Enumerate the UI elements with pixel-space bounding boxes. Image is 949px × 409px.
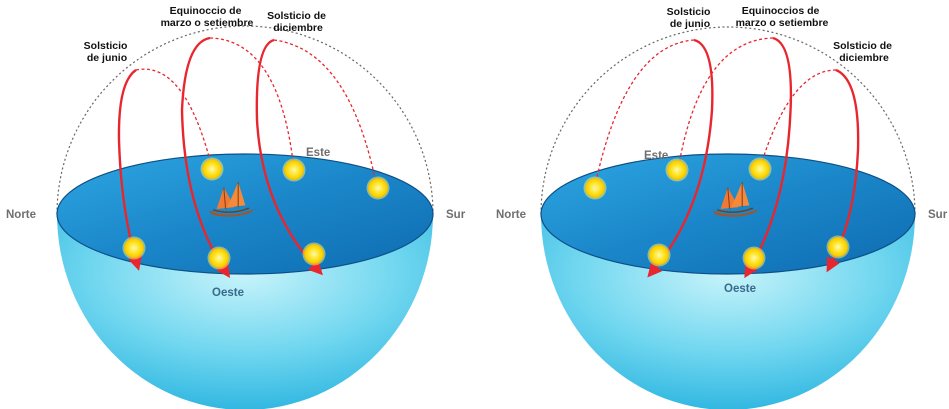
direction-east: Este xyxy=(644,150,668,162)
sun-path-december xyxy=(255,38,323,276)
sun-path-june xyxy=(647,38,714,278)
sun-icon xyxy=(207,246,231,270)
direction-east: Este xyxy=(306,147,330,159)
diagram-left: Solsticio de junio Equinoccio de marzo o… xyxy=(6,5,466,409)
sky-dome xyxy=(540,26,916,215)
direction-west: Oeste xyxy=(212,287,244,299)
label-december: Solsticio de diciembre xyxy=(267,10,329,34)
direction-south: Sur xyxy=(928,209,948,221)
label-equinox: Equinoccios de marzo o setiembre xyxy=(736,5,829,29)
label-june: Solsticio de junio xyxy=(667,6,714,30)
sun-icon xyxy=(302,242,326,266)
sun-paths-dashed xyxy=(594,37,837,187)
sun-icon xyxy=(647,243,671,267)
sun-icon xyxy=(826,235,850,259)
sun-icon xyxy=(122,236,146,260)
direction-west: Oeste xyxy=(724,283,756,295)
sun-path-equinox xyxy=(744,36,793,279)
sun-icon xyxy=(366,176,390,200)
sun-path-equinox xyxy=(180,36,231,278)
sun-paths-solid xyxy=(117,36,323,278)
sun-path-june xyxy=(117,69,142,271)
direction-north: Norte xyxy=(496,209,526,221)
sun-icon xyxy=(583,176,607,200)
sun-paths-dashed xyxy=(135,37,378,189)
label-june: Solsticio de junio xyxy=(84,40,131,64)
sun-icon xyxy=(748,157,772,181)
label-equinox: Equinoccio de marzo o setiembre xyxy=(161,5,254,29)
direction-south: Sur xyxy=(446,209,466,221)
diagram-right: Solsticio de junio Equinoccios de marzo … xyxy=(496,5,948,409)
sun-icon xyxy=(200,157,224,181)
ocean-surface xyxy=(540,153,916,275)
label-december: Solsticio de diciembre xyxy=(833,40,895,64)
sun-icon xyxy=(742,246,766,270)
sun-icon xyxy=(282,158,306,182)
direction-north: Norte xyxy=(6,209,36,221)
sun-icon xyxy=(665,158,689,182)
sky-dome xyxy=(56,25,434,215)
